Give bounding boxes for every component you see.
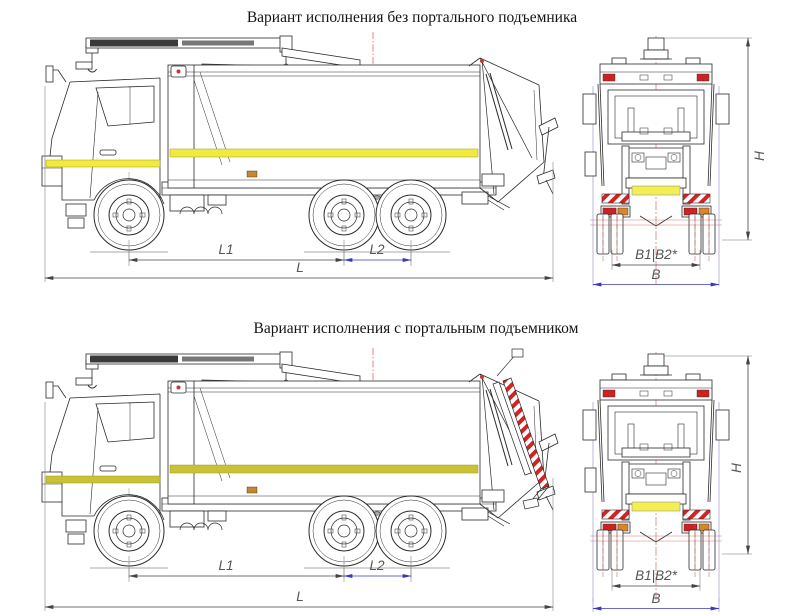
dimension-label-b: B xyxy=(651,591,660,606)
variant2-section: Вариант исполнения с портальным подъемни… xyxy=(42,320,752,612)
dimension-label-b1b2: B1|B2* xyxy=(635,568,678,583)
variant2-title: Вариант исполнения с портальным подъемни… xyxy=(254,320,579,337)
variant1-title: Вариант исполнения без портального подъе… xyxy=(247,9,577,26)
dimension-label-b: B xyxy=(651,267,660,282)
dimension-label-l: L xyxy=(296,260,304,275)
variant2-portal-lift xyxy=(492,348,550,510)
variant1-section: Вариант исполнения без портального подъе… xyxy=(42,9,767,287)
dimension-label-h: H xyxy=(752,151,767,161)
variant1-dimensions: L1 L2 L B1|B2* B H xyxy=(44,37,767,287)
dimension-label-l1: L1 xyxy=(218,242,233,257)
dimension-label-b1b2: B1|B2* xyxy=(635,247,678,262)
variant2-dimensions: L1 L2 L B1|B2* B H xyxy=(44,355,752,612)
dimension-label-l2: L2 xyxy=(369,558,385,573)
dimension-label-l2: L2 xyxy=(369,242,385,257)
dimension-label-h: H xyxy=(729,463,744,473)
dimension-label-l: L xyxy=(296,589,304,604)
dimension-label-l1: L1 xyxy=(218,558,233,573)
